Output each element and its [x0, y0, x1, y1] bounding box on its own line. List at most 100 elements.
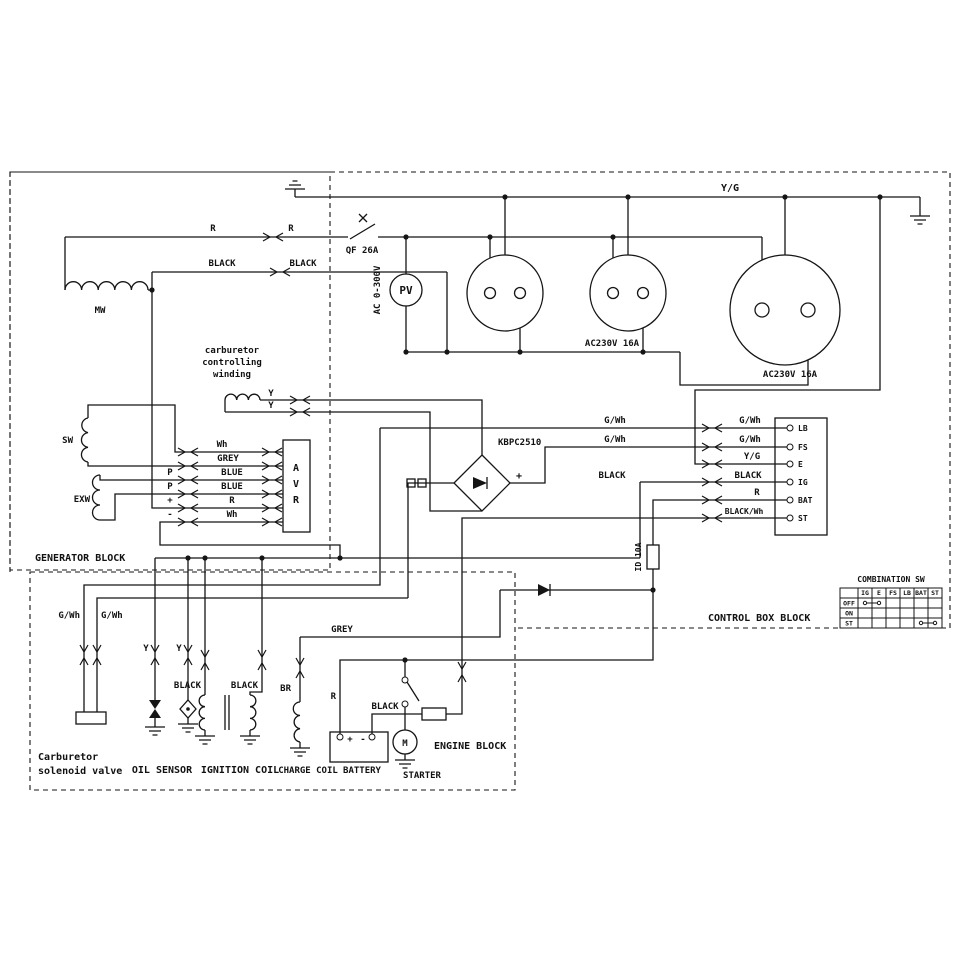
combination-sw-title: COMBINATION SW — [857, 575, 925, 584]
labels: GENERATOR BLOCK CONTROL BOX BLOCK ENGINE… — [35, 183, 939, 781]
starter-relay — [401, 676, 447, 721]
solenoid-label-1: Carburetor — [38, 752, 98, 763]
pv-meter-label: PV — [399, 284, 413, 297]
engine-block-outline — [29, 571, 516, 791]
wire-label-y-oil-2: Y — [176, 644, 182, 654]
table-col-lb: LB — [903, 589, 911, 597]
wire-label-y-1: Y — [268, 389, 274, 399]
socket-2-rating-label: AC230V 16A — [585, 339, 640, 349]
socket-2-pin-left — [606, 286, 620, 300]
socket-1-pin-right — [513, 286, 527, 300]
exw-winding — [91, 474, 101, 521]
ground-icon — [909, 215, 931, 225]
qf-breaker-label: QF 26A — [346, 246, 379, 256]
engine-block-label: ENGINE BLOCK — [434, 741, 506, 752]
wire-label-gwh-sol-2: G/Wh — [101, 611, 123, 621]
terminal-label-ig: IG — [798, 478, 808, 487]
combination-sw-table — [839, 587, 943, 629]
rectifier-plug-1 — [406, 478, 416, 488]
avr-pin-blue2: BLUE — [221, 482, 243, 492]
wire-label-yg-e: Y/G — [744, 452, 760, 462]
qf-breaker — [349, 213, 376, 240]
wire-label-black-2: BLACK — [289, 259, 317, 269]
avr-pin-r: R — [229, 496, 235, 506]
battery-minus-label: - — [360, 735, 365, 745]
avr-label-a: A — [293, 463, 299, 474]
ground-icon — [394, 759, 416, 769]
avr-box — [282, 439, 311, 533]
wire-label-black-ig-mid: BLACK — [598, 471, 626, 481]
wire-label-grey: GREY — [331, 625, 353, 635]
wire-label-gwh-lb: G/Wh — [739, 416, 761, 426]
table-col-fs: FS — [889, 589, 897, 597]
avr-pin-grey: GREY — [217, 454, 239, 464]
pv-meter — [389, 273, 423, 307]
table-col-bat: BAT — [915, 589, 927, 597]
mw-winding-label: MW — [95, 306, 106, 316]
table-row-on: ON — [845, 610, 853, 618]
avr-pin-minus: - — [167, 510, 172, 520]
rectifier-diode-icon — [473, 477, 487, 489]
socket-2 — [589, 254, 667, 332]
battery-label: BATTERY — [343, 766, 382, 776]
wire-label-gwh-sol-1: G/Wh — [58, 611, 80, 621]
pv-range-label: AC 0-300V — [373, 265, 383, 314]
solenoid-label-2: solenoid valve — [38, 765, 122, 777]
relay-coil — [421, 707, 447, 721]
table-mark-off-ig-e — [862, 600, 882, 606]
wiring — [64, 189, 921, 760]
starter-motor — [392, 729, 418, 755]
wire-label-y-oil-1: Y — [143, 644, 149, 654]
mw-winding — [64, 281, 149, 291]
carburetor-winding — [224, 393, 261, 401]
oil-pressure-icon — [179, 699, 197, 719]
charge-coil — [292, 701, 301, 743]
table-row-st: ST — [845, 620, 853, 628]
battery-plus-label: + — [347, 735, 353, 745]
relay-contact-blade — [406, 681, 420, 702]
exw-winding-label: EXW — [74, 495, 91, 505]
ground-icon — [194, 735, 216, 745]
wire-label-black-ign-1: BLACK — [174, 681, 202, 691]
carb-solenoid-valve — [75, 711, 107, 725]
control-box-block-label: CONTROL BOX BLOCK — [708, 613, 810, 624]
terminal-label-e: E — [798, 460, 803, 469]
battery — [329, 731, 389, 763]
avr-pin-p2: P — [167, 482, 173, 492]
avr-label-r: R — [293, 495, 300, 506]
socket-2-pin-right — [636, 286, 650, 300]
wire-label-black-battery: BLACK — [371, 702, 399, 712]
block-outlines — [9, 171, 951, 791]
avr-pin-blue1: BLUE — [221, 468, 243, 478]
terminal-label-st: ST — [798, 514, 808, 523]
carb-winding-label-3: winding — [213, 369, 251, 380]
avr-pin-plus: + — [167, 496, 173, 506]
terminal-label-lb: LB — [798, 424, 808, 433]
battery-terminal-plus — [336, 733, 344, 741]
wire-label-black-1: BLACK — [208, 259, 236, 269]
oil-switch-icon — [149, 700, 161, 709]
sw-winding — [80, 417, 89, 463]
starter-label: STARTER — [403, 771, 442, 781]
table-col-ig: IG — [861, 589, 869, 597]
socket-3 — [729, 254, 841, 366]
wire-label-r-bat: R — [754, 488, 760, 498]
generator-internal-wires — [87, 399, 787, 598]
generator-block-outline — [9, 171, 331, 571]
oil-sensor — [149, 699, 197, 719]
wire-label-r-1: R — [210, 224, 216, 234]
avr-pin-wh1: Wh — [217, 440, 228, 450]
rectifier-kbpc2510 — [406, 454, 511, 512]
wire-label-black-ig: BLACK — [734, 471, 762, 481]
wire-label-blackwh-st: BLACK/Wh — [725, 507, 764, 516]
wire-label-gwh-fs: G/Wh — [739, 435, 761, 445]
ignition-coil — [198, 694, 257, 731]
wire-label-br: BR — [280, 684, 291, 694]
socket-1-pin-left — [483, 286, 497, 300]
ground-bus-wires — [294, 189, 921, 465]
ground-icon — [177, 723, 199, 733]
wire-label-gwh-lb-mid: G/Wh — [604, 416, 626, 426]
rectifier-plus-label: + — [516, 471, 522, 482]
